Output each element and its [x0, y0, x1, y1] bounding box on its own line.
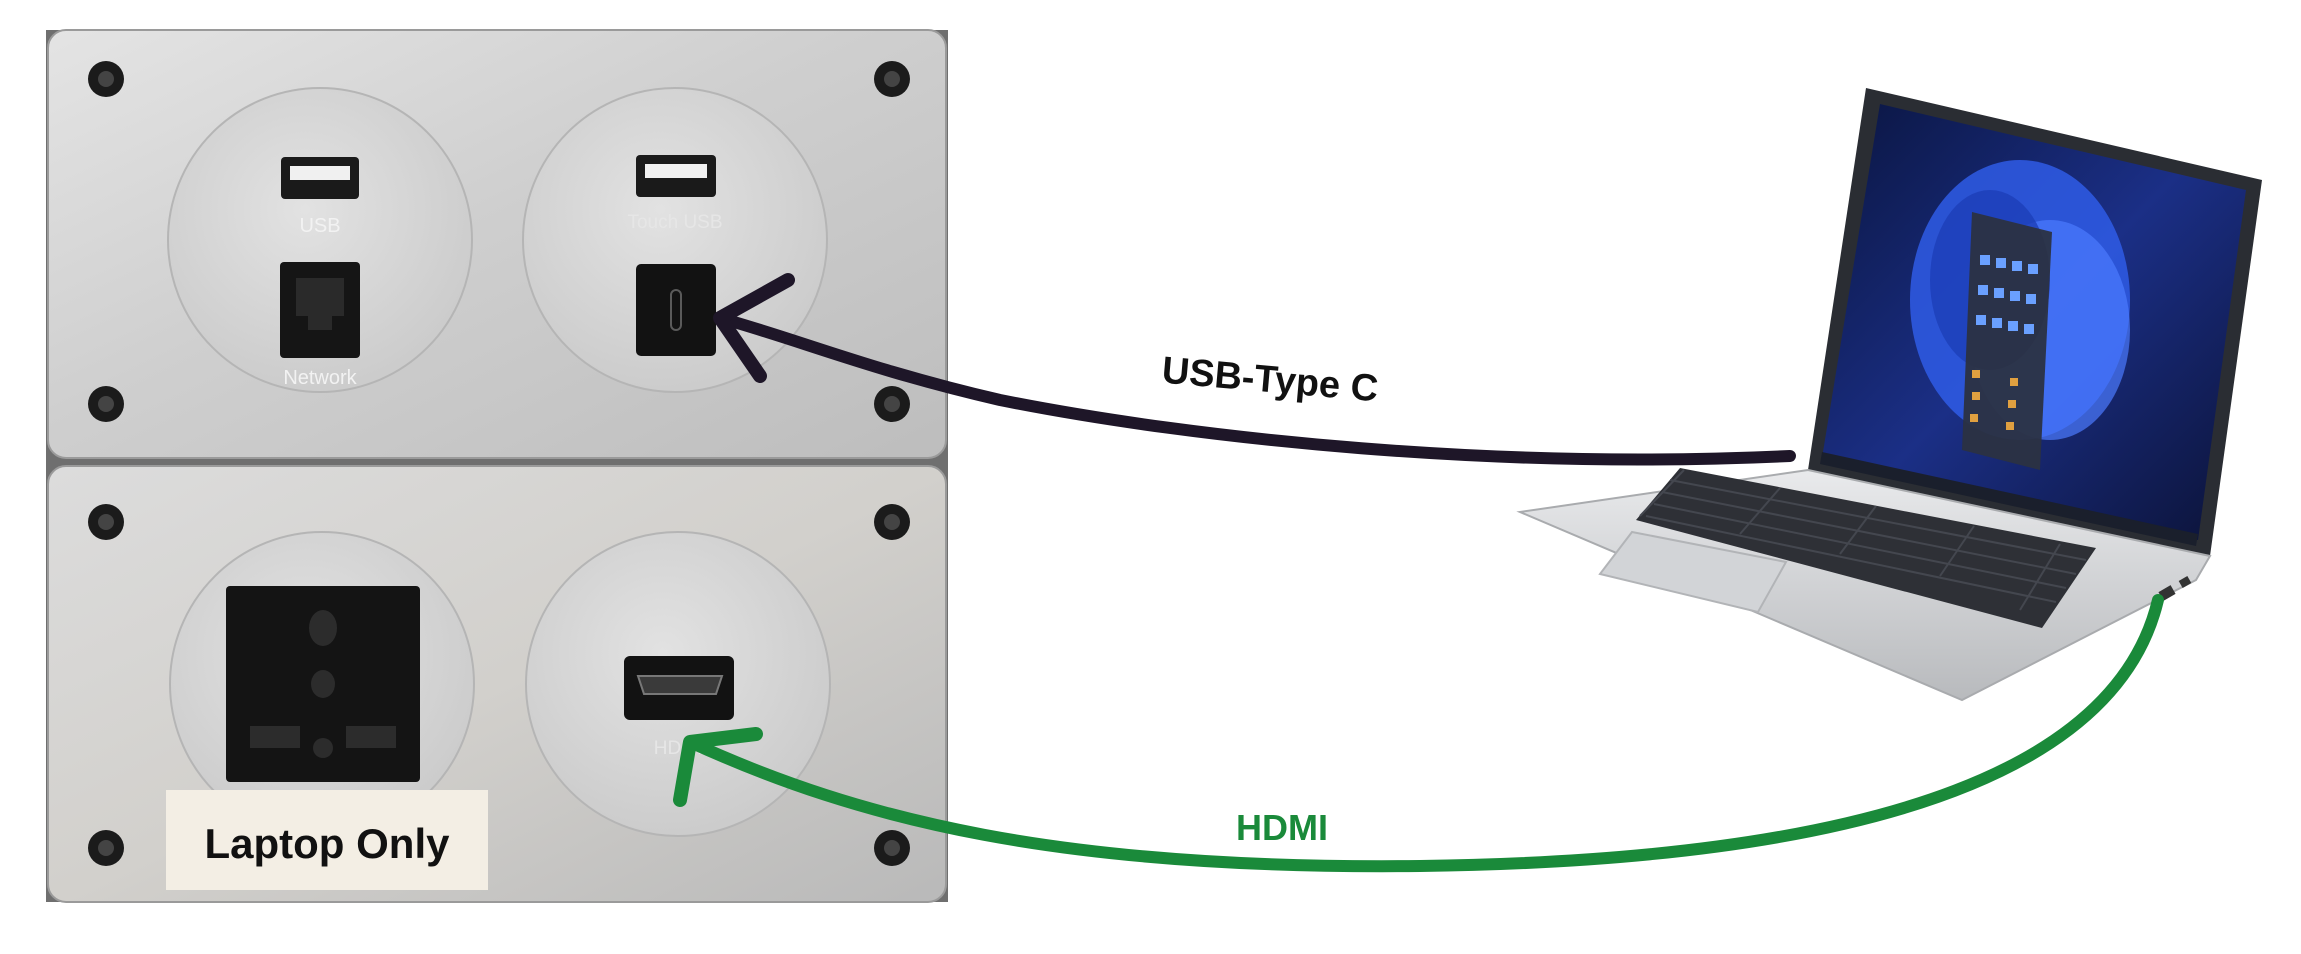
touch-usb-module: [522, 87, 828, 393]
laptop-only-label: Laptop Only: [205, 820, 451, 867]
screw-icon: [874, 61, 910, 97]
bottom-wall-panel: Laptop Only HDMI: [47, 465, 947, 903]
hdmi-arrowhead-icon: [673, 727, 763, 807]
touchpad: [1598, 530, 1788, 614]
network-port-label: Network: [283, 367, 357, 389]
touch-usb-label: Touch USB: [627, 212, 722, 233]
top-wall-panel: USB Network Touch USB: [47, 29, 947, 459]
usb-port-label: USB: [299, 215, 340, 237]
hdmi-cable-line: [684, 594, 2164, 873]
screw-icon: [88, 61, 124, 97]
laptop-only-sticker: [166, 790, 488, 890]
usb-c-port-icon[interactable]: [636, 264, 716, 356]
touch-usb-a-port-icon[interactable]: [636, 155, 716, 197]
laptop-illustration: [1516, 88, 2262, 702]
usb-a-port-icon[interactable]: [281, 157, 359, 199]
laptop-side-port-icon: [2178, 576, 2192, 588]
usb-c-cable-line: [714, 312, 1796, 466]
usb-network-module: [167, 87, 473, 393]
start-menu-panel: [1962, 212, 2052, 470]
screw-icon: [874, 830, 910, 866]
hdmi-connection-label: HDMI: [1236, 807, 1328, 848]
screw-icon: [88, 386, 124, 422]
usb-c-connection-label: USB-Type C: [1160, 350, 1380, 411]
universal-power-socket-icon[interactable]: [226, 586, 420, 782]
usb-c-arrowhead-icon: [713, 273, 795, 383]
screw-icon: [874, 386, 910, 422]
hdmi-port-icon[interactable]: [624, 656, 734, 720]
screw-icon: [88, 504, 124, 540]
screw-icon: [874, 504, 910, 540]
ethernet-port-icon[interactable]: [280, 262, 360, 358]
screw-icon: [88, 830, 124, 866]
